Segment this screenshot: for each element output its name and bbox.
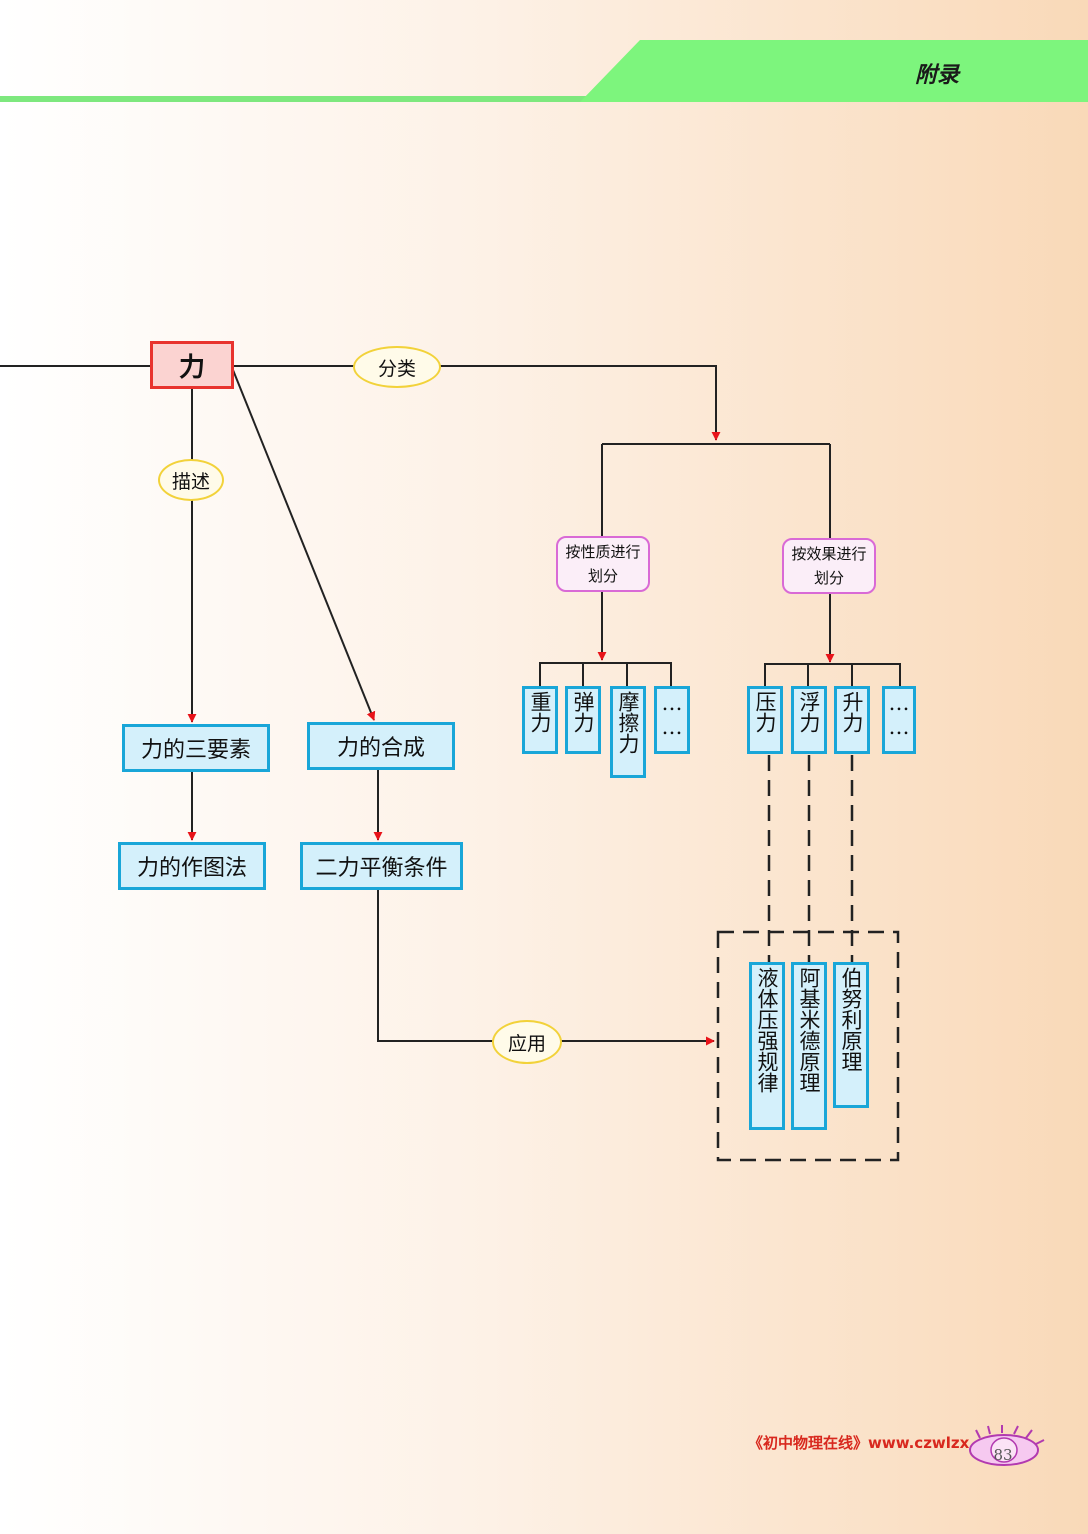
item-pressure-force: 压力 (747, 686, 783, 754)
item-friction: 摩擦力 (610, 686, 646, 778)
apply-label: 应用 (492, 1020, 562, 1064)
item-elastic-force: 弹力 (565, 686, 601, 754)
compose-line (232, 369, 376, 721)
principle-bernoulli: 伯努利原理 (833, 962, 869, 1108)
method-by-nature: 按性质进行划分 (556, 536, 650, 592)
footer-site-text: 《初中物理在线》www.czwlzx.com (748, 1434, 1010, 1452)
principle-archimedes: 阿基米德原理 (791, 962, 827, 1130)
page-number: 83 (993, 1446, 1013, 1464)
item-buoyancy: 浮力 (791, 686, 827, 754)
method-by-effect: 按效果进行划分 (782, 538, 876, 594)
classify-line-b (440, 365, 721, 441)
principle-liquid-pressure: 液体压强规律 (749, 962, 785, 1130)
item-lift: 升力 (834, 686, 870, 754)
item-nature-more: …… (654, 686, 690, 754)
header-line (0, 96, 1088, 102)
root-node-force: 力 (150, 341, 234, 389)
item-gravity: 重力 (522, 686, 558, 754)
header-tab (580, 40, 1088, 102)
item-effect-more: …… (882, 686, 916, 754)
principles-dashed-group (716, 930, 900, 1162)
force-drawing-box: 力的作图法 (118, 842, 266, 890)
header-title: 附录 (915, 62, 960, 88)
three-elements-box: 力的三要素 (122, 724, 270, 772)
eye-logo-icon (969, 1425, 1045, 1466)
equilibrium-condition-box: 二力平衡条件 (300, 842, 463, 890)
force-composition-box: 力的合成 (307, 722, 455, 770)
describe-label: 描述 (158, 459, 224, 501)
classify-label: 分类 (353, 346, 441, 388)
